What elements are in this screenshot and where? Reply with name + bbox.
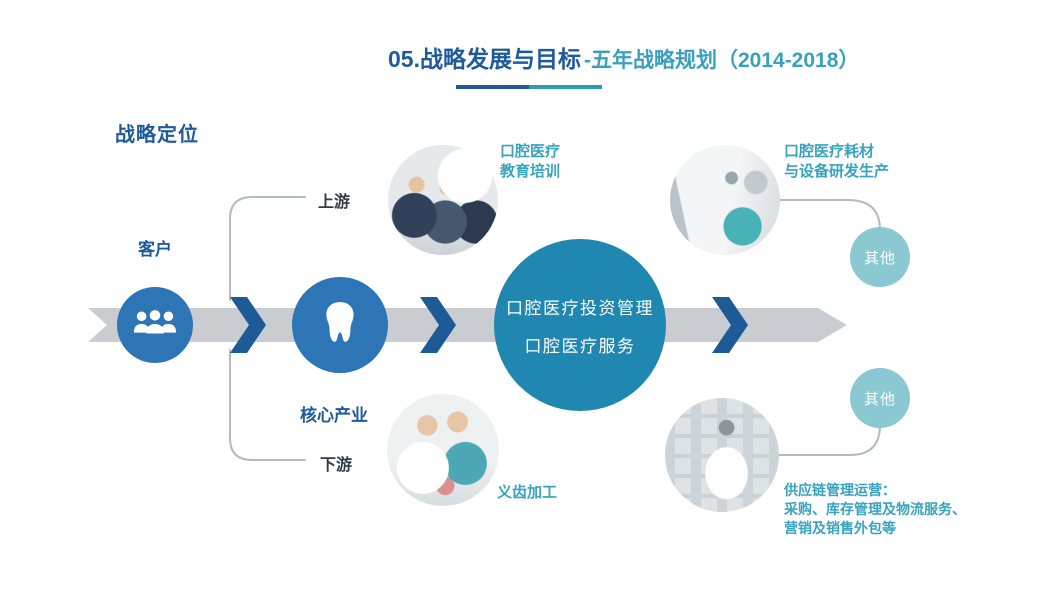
upstream-label: 上游 [318,194,351,211]
connector-downstream-line [229,349,306,461]
customer-label: 客户 [138,240,172,259]
supply-chain-label-line1: 供应链管理运营： [784,482,896,498]
other-node-bottom-label: 其他 [863,390,896,408]
flow-chevron-icon-3 [712,297,748,353]
flow-chevron-icon-1 [230,297,266,353]
center-node-line1: 口腔医疗投资管理 [506,298,654,318]
people-icon [132,307,178,344]
connector-equipment-other-line [724,199,881,231]
supply-chain-label: 供应链管理运营： 采购、库存管理及物流服务、 营销及销售外包等 [784,481,966,538]
education-label-line2: 教育培训 [500,163,561,180]
section-label: 战略定位 [115,124,199,146]
education-label-line1: 口腔医疗 [500,143,561,160]
photo-denture-processing [387,394,499,506]
tooth-icon [319,300,361,351]
photo-dental-equipment [670,145,780,255]
core-industry-label: 核心产业 [300,406,368,425]
equipment-label-line2: 与设备研发生产 [784,163,890,180]
equipment-label: 口腔医疗耗材 与设备研发生产 [784,142,889,182]
title-subtitle: -五年战略规划（2014-2018） [583,49,860,72]
connector-supply-other-line [721,424,881,456]
center-node: 口腔医疗投资管理 口腔医疗服务 [494,239,666,411]
title-underline-right-segment [529,85,602,89]
photo-supply-chain [665,398,779,512]
other-node-top: 其他 [850,227,910,287]
core-industry-node [292,277,388,373]
center-node-line2: 口腔医疗服务 [524,336,636,356]
other-node-bottom: 其他 [850,368,910,428]
supply-chain-label-line3: 营销及销售外包等 [784,520,896,536]
equipment-label-line1: 口腔医疗耗材 [784,143,875,160]
customer-node [117,287,193,363]
title-main: 05.战略发展与目标 [388,46,581,72]
title-underline [456,85,602,89]
education-label: 口腔医疗 教育培训 [500,142,560,182]
connector-upstream-line [229,196,306,301]
page-title: 05.战略发展与目标 -五年战略规划（2014-2018） [388,40,859,74]
title-underline-left-segment [456,85,529,89]
other-node-top-label: 其他 [863,249,896,267]
denture-label: 义齿加工 [497,484,558,501]
supply-chain-label-line2: 采购、库存管理及物流服务、 [784,501,966,517]
flow-chevron-icon-2 [420,297,456,353]
photo-education-training [388,145,498,255]
downstream-label: 下游 [320,457,353,474]
